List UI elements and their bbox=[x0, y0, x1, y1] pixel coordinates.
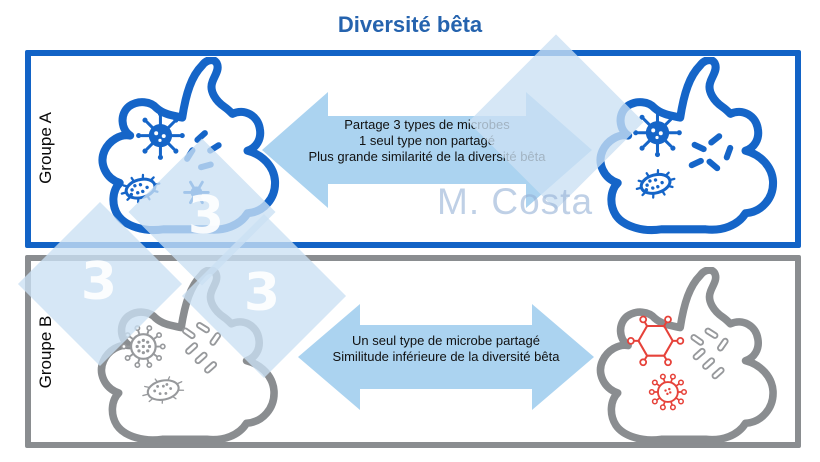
stool-icon-group-a-left bbox=[90, 57, 282, 235]
stool-icon-group-b-right bbox=[588, 267, 780, 445]
virus-icon bbox=[134, 109, 187, 162]
figure-title: Diversité bêta bbox=[337, 12, 483, 37]
virus-icon bbox=[631, 106, 684, 159]
caption-line: Un seul type de microbe partagé bbox=[352, 333, 540, 348]
caption-line: Similitude inférieure de la diversité bê… bbox=[332, 349, 560, 364]
group-b-arrow-caption: Un seul type de microbe partagé Similitu… bbox=[296, 333, 596, 365]
group-a-panel bbox=[25, 50, 801, 248]
stool-icon-group-a-right bbox=[588, 57, 780, 235]
group-b-label: Groupe B bbox=[36, 315, 55, 389]
double-arrow-group-b bbox=[298, 304, 594, 410]
caption-line: Plus grande similarité de la diversité b… bbox=[308, 149, 546, 164]
stool-icon-group-b-left bbox=[89, 267, 281, 445]
group-a-label: Groupe A bbox=[36, 112, 55, 184]
group-a-arrow-caption: Partage 3 types de microbes 1 seul type … bbox=[277, 117, 577, 165]
caption-line: 1 seul type non partagé bbox=[359, 133, 495, 148]
caption-line: Partage 3 types de microbes bbox=[344, 117, 510, 132]
